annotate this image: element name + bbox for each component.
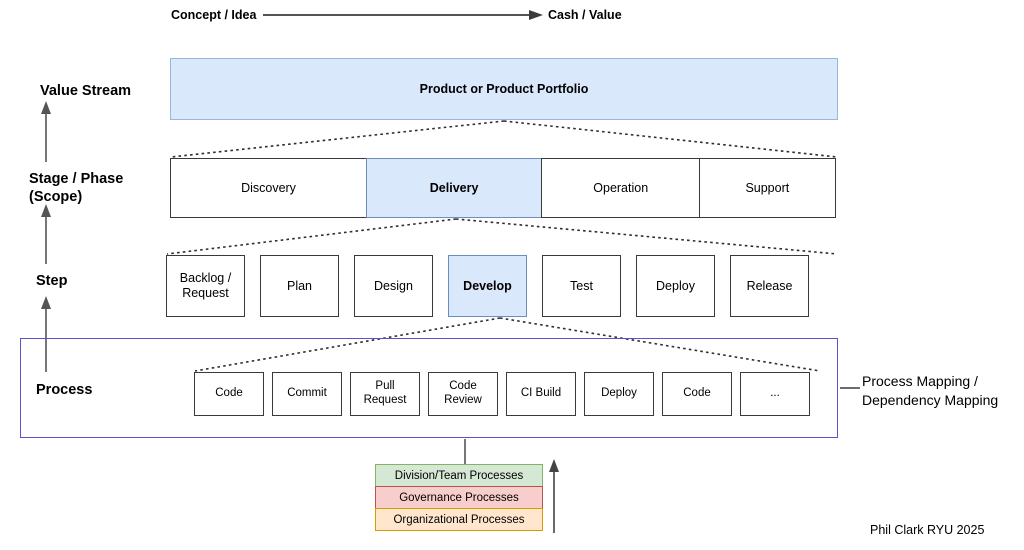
process-box-code-review[interactable]: Code Review (428, 372, 498, 416)
step-box-test[interactable]: Test (542, 255, 621, 317)
stage-box-discovery[interactable]: Discovery (170, 158, 367, 218)
process-box-pull-request[interactable]: Pull Request (350, 372, 420, 416)
row-label-process: Process (36, 382, 93, 398)
stage-box-label: Discovery (241, 180, 296, 195)
fan-delivery-to-steps (166, 218, 838, 255)
stage-box-label: Support (745, 180, 790, 195)
process-box-more[interactable]: ... (740, 372, 810, 416)
fan-valuestream-to-stages (170, 120, 838, 158)
process-layer-label: Governance Processes (399, 491, 519, 504)
process-box-label: Pull Request (363, 380, 407, 406)
row-label-stage-phase: Stage / Phase (Scope) (29, 171, 124, 206)
stage-row: Discovery Delivery Operation Support (170, 158, 836, 218)
process-box-label: Code (215, 387, 243, 400)
value-stream-box[interactable]: Product or Product Portfolio (170, 58, 838, 120)
row-label-step: Step (36, 273, 68, 289)
step-box-label: Develop (463, 278, 512, 293)
process-layer-organizational-processes[interactable]: Organizational Processes (375, 508, 543, 531)
arrow-stage-to-valuestream (41, 101, 51, 162)
stage-box-label: Operation (593, 180, 649, 195)
step-box-label: Design (374, 278, 413, 293)
layers-up-arrow (549, 459, 559, 533)
stage-box-operation[interactable]: Operation (541, 158, 701, 218)
concept-to-cash-arrow (263, 10, 543, 20)
step-box-deploy[interactable]: Deploy (636, 255, 715, 317)
process-layer-division-team-processes[interactable]: Division/Team Processes (375, 464, 543, 487)
stage-box-delivery[interactable]: Delivery (365, 158, 543, 218)
step-box-label: Deploy (656, 278, 695, 293)
process-box-deploy[interactable]: Deploy (584, 372, 654, 416)
step-box-label: Test (570, 278, 593, 293)
step-box-label: Plan (286, 278, 313, 293)
cash-value-label: Cash / Value (548, 8, 622, 22)
process-box-commit[interactable]: Commit (272, 372, 342, 416)
step-box-backlog-request[interactable]: Backlog / Request (166, 255, 245, 317)
step-box-label: Backlog / Request (179, 271, 232, 300)
process-row: Code Commit Pull Request Code Review CI Buil… (194, 372, 810, 416)
process-box-label: Commit (287, 387, 327, 400)
stage-box-label: Delivery (429, 180, 479, 195)
process-layer-governance-processes[interactable]: Governance Processes (375, 486, 543, 509)
step-row: Backlog / Request Plan Design Develop Test De… (166, 255, 809, 317)
process-box-label: Code Review (444, 380, 482, 406)
process-box-label: ... (770, 387, 780, 400)
step-box-develop[interactable]: Develop (448, 255, 527, 317)
credit-label: Phil Clark RYU 2025 (870, 523, 985, 537)
process-box-code[interactable]: Code (194, 372, 264, 416)
arrow-step-to-stage (41, 204, 51, 264)
step-box-label: Release (746, 278, 793, 293)
step-box-plan[interactable]: Plan (260, 255, 339, 317)
process-box-label: CI Build (520, 387, 562, 400)
process-scope-container (20, 338, 838, 438)
process-box-label: Deploy (601, 387, 637, 400)
step-box-design[interactable]: Design (354, 255, 433, 317)
value-stream-box-label: Product or Product Portfolio (419, 81, 589, 96)
step-box-release[interactable]: Release (730, 255, 809, 317)
concept-idea-label: Concept / Idea (171, 8, 257, 22)
stage-box-support[interactable]: Support (698, 158, 836, 218)
process-mapping-note: Process Mapping / Dependency Mapping (862, 373, 999, 408)
row-label-value-stream: Value Stream (40, 83, 132, 99)
process-box-label: Code (683, 387, 711, 400)
process-layer-label: Division/Team Processes (394, 469, 524, 482)
process-box-code[interactable]: Code (662, 372, 732, 416)
process-box-ci-build[interactable]: CI Build (506, 372, 576, 416)
process-layer-label: Organizational Processes (393, 513, 525, 526)
